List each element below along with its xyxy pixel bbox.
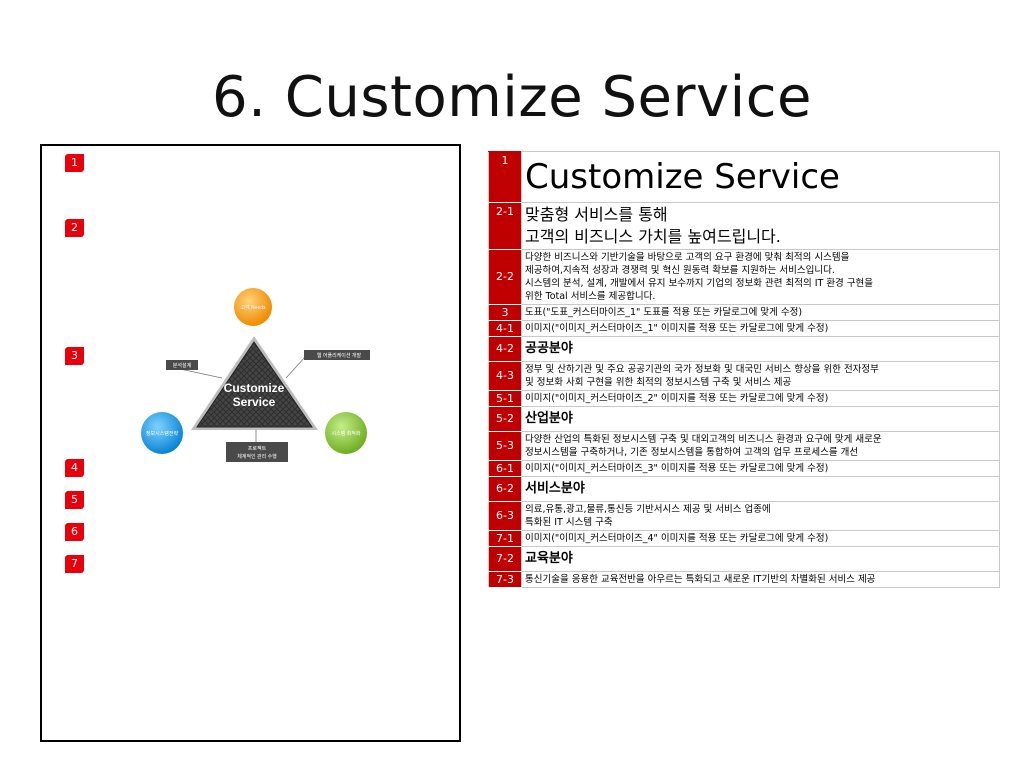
row-text: 도표("도표_커스터마이즈_1" 도표를 적용 또는 카달로그에 맞게 수정) (521, 304, 1000, 321)
row-number: 4-3 (488, 361, 522, 391)
label-webapp: 웹 어플리케이션 개발 (317, 352, 362, 359)
node-top (234, 288, 272, 326)
row-number: 3 (488, 304, 522, 321)
label-project-1: 프로젝트 (248, 445, 267, 452)
node-right (325, 412, 367, 454)
marker-5: 5 (65, 491, 84, 509)
row-text: 이미지("이미지_커스터마이즈_4" 이미지를 적용 또는 카달로그에 맞게 수… (521, 530, 1000, 547)
row-number: 2-2 (488, 249, 522, 305)
row-text: Customize Service (521, 151, 1000, 203)
row-text: 의료,유통,광고,물류,통신등 기반서시스 제공 및 서비스 업종에 특화된 I… (521, 501, 1000, 531)
row-text: 공공분야 (521, 336, 1000, 362)
row-number: 6-1 (488, 460, 522, 477)
center-text-2: Service (233, 395, 276, 409)
row-number: 4-2 (488, 336, 522, 362)
row-number: 6-3 (488, 501, 522, 531)
row-text: 교육분야 (521, 546, 1000, 572)
row-text: 이미지("이미지_커스터마이즈_1" 이미지를 적용 또는 카달로그에 맞게 수… (521, 320, 1000, 337)
slide-title: 6. Customize Service (212, 65, 812, 130)
row-number: 7-3 (488, 571, 522, 588)
row-text: 서비스분야 (521, 476, 1000, 502)
node-top-label: 고객 Needs (240, 304, 266, 311)
row-text: 맞춤형 서비스를 통해 고객의 비즈니스 가치를 높여드립니다. (521, 202, 1000, 250)
label-project-2: 체계적인 관리 수행 (237, 453, 277, 460)
row-number: 2-1 (488, 202, 522, 250)
row-number: 1 (488, 151, 522, 203)
row-number: 5-3 (488, 431, 522, 461)
marker-6: 6 (65, 523, 84, 541)
row-number: 7-1 (488, 530, 522, 547)
marker-2: 2 (65, 219, 84, 237)
marker-4: 4 (65, 459, 84, 477)
row-text: 정부 및 산하기관 및 주요 공공기관의 국가 정보화 및 대국민 서비스 향상… (521, 361, 1000, 391)
marker-1: 1 (65, 154, 84, 172)
marker-3: 3 (65, 347, 84, 365)
center-text-1: Customize (224, 381, 285, 395)
row-text: 이미지("이미지_커스터마이즈_2" 이미지를 적용 또는 카달로그에 맞게 수… (521, 390, 1000, 407)
row-text: 다양한 비즈니스와 기반기술을 바탕으로 고객의 요구 환경에 맞춰 최적의 시… (521, 249, 1000, 305)
row-text: 다양한 산업의 특화된 정보시스템 구축 및 대외고객의 비즈니스 환경과 요구… (521, 431, 1000, 461)
node-right-label: 시스템 최적화 (332, 430, 361, 437)
row-text: 산업분야 (521, 406, 1000, 432)
marker-7: 7 (65, 555, 84, 573)
customize-service-diagram: Customize Service 고객 Needs 정보시스템전략 시스템 최… (136, 280, 370, 470)
row-number: 5-2 (488, 406, 522, 432)
row-number: 6-2 (488, 476, 522, 502)
row-text: 통신기술을 응용한 교육전반을 아우르는 특화되고 새로운 IT기반의 차별화된… (521, 571, 1000, 588)
node-left-label: 정보시스템전략 (146, 430, 179, 437)
label-analysis: 분석설계 (173, 362, 192, 369)
row-text: 이미지("이미지_커스터마이즈_3" 이미지를 적용 또는 카달로그에 맞게 수… (521, 460, 1000, 477)
node-left (141, 412, 183, 454)
row-number: 5-1 (488, 390, 522, 407)
row-number: 4-1 (488, 320, 522, 337)
row-number: 7-2 (488, 546, 522, 572)
